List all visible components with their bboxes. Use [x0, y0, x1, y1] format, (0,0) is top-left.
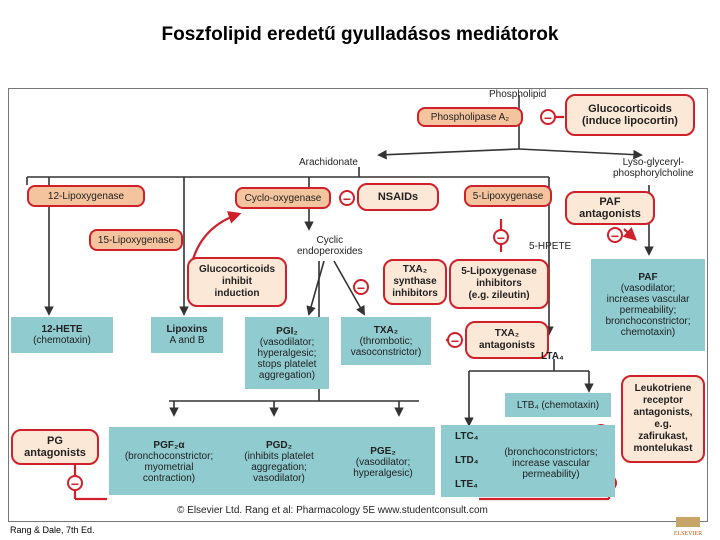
lta4-label: LTA₄ — [541, 351, 564, 362]
txa2-box: TXA₂(thrombotic;vasoconstrictor) — [341, 317, 431, 365]
minus-circle-icon: − — [493, 229, 509, 245]
ltc4-label: LTC₄ — [455, 431, 479, 442]
pgi2-box: PGI₂(vasodilator;hyperalgesic;stops plat… — [245, 317, 329, 389]
5-lipoxygenase-node: 5-Lipoxygenase — [464, 185, 552, 207]
phospholipid-label: Phospholipid — [489, 89, 547, 100]
12-lipoxygenase-node: 12-Lipoxygenase — [27, 185, 145, 207]
phospholipase-a2-node: Phospholipase A₂ — [417, 107, 523, 127]
minus-circle-icon: − — [540, 109, 556, 125]
elsevier-logo-icon: ELSEVIER — [674, 517, 702, 537]
ltb4-box: LTB₄ (chemotaxin) — [505, 393, 611, 417]
5-hpete-label: 5-HPETE — [529, 241, 572, 252]
ltd4-label: LTD₄ — [455, 455, 479, 466]
minus-circle-icon: − — [607, 227, 623, 243]
minus-circle-icon: − — [447, 332, 463, 348]
minus-circle-icon: − — [353, 279, 369, 295]
diagram-frame: Phospholipid Phospholipase A₂ − Glucocor… — [8, 88, 708, 522]
slide-title: Foszfolipid eredetű gyulladásos mediátor… — [161, 24, 559, 45]
cysteinyl-leukotrienes-box — [441, 425, 615, 497]
pge2-box: PGE₂(vasodilator;hyperalgesic) — [353, 445, 413, 479]
minus-circle-icon: − — [339, 190, 355, 206]
minus-circle-icon: − — [67, 475, 83, 491]
15-lipoxygenase-node: 15-Lipoxygenase — [89, 229, 183, 251]
prostaglandins-box — [109, 427, 435, 495]
12-hete-box: 12-HETE(chemotaxin) — [11, 317, 113, 353]
lte4-label: LTE₄ — [455, 479, 478, 490]
svg-text:ELSEVIER: ELSEVIER — [674, 531, 702, 537]
nsaids-inhibitor: NSAIDs — [357, 183, 439, 211]
copyright-text: © Elsevier Ltd. Rang et al: Pharmacology… — [177, 505, 488, 516]
cyclo-oxygenase-node: Cyclo-oxygenase — [235, 187, 331, 209]
lyso-glyceryl-label: Lyso-glyceryl-phosphorylcholine — [613, 157, 694, 179]
source-credit: Rang & Dale, 7th Ed. — [10, 525, 95, 535]
arachidonate-label: Arachidonate — [299, 157, 358, 168]
glucocorticoids-lipocortin-inhibitor: Glucocorticoids(induce lipocortin) — [565, 94, 695, 136]
